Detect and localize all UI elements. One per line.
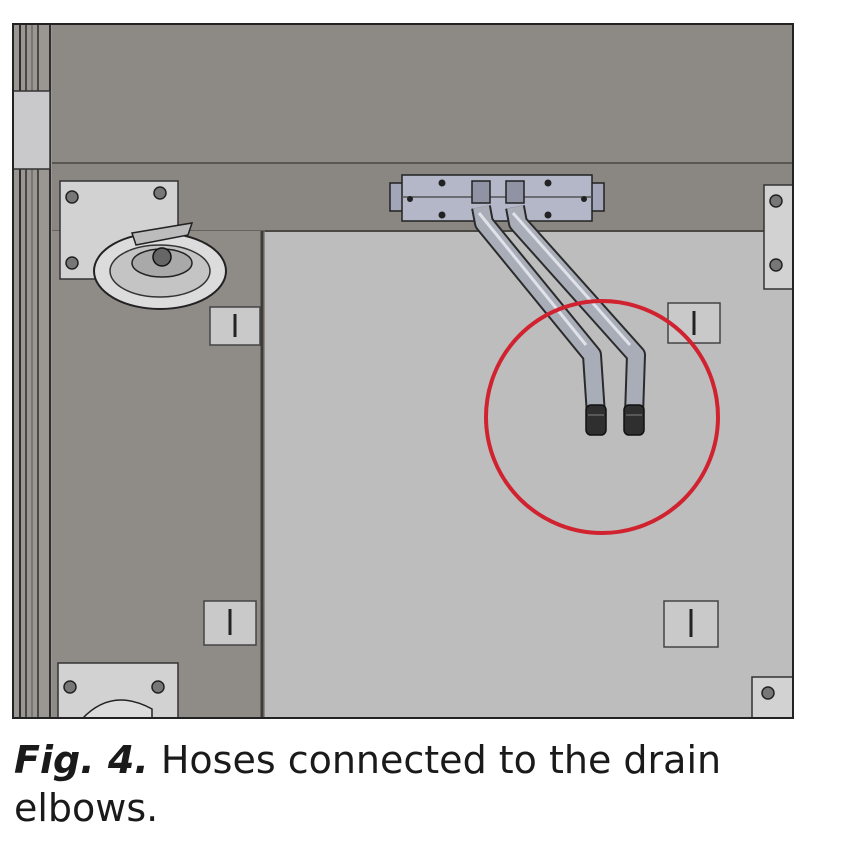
latch-tab xyxy=(203,600,257,646)
bolt-icon xyxy=(63,680,77,694)
figure-label: Fig. 4. xyxy=(14,738,149,782)
drain-elbows xyxy=(585,404,645,436)
figure-caption-text: Hoses connected to the drain elbows. xyxy=(14,738,722,830)
drain-illustration xyxy=(12,23,794,719)
bolt-icon xyxy=(65,256,79,270)
bolt-icon xyxy=(769,258,783,272)
bolt-icon xyxy=(769,194,783,208)
bolt-icon xyxy=(761,686,775,700)
drain-figure xyxy=(12,23,794,719)
drain-manifold-bracket xyxy=(389,174,605,222)
caster-mount-plate xyxy=(751,676,794,719)
caster-bottom-right xyxy=(751,676,794,719)
caster-top-left xyxy=(59,180,227,310)
caster-bottom-left xyxy=(57,662,179,719)
latch-tab xyxy=(209,306,261,346)
highlight-circle xyxy=(484,299,720,535)
bolt-icon xyxy=(153,186,167,200)
top-bracket xyxy=(12,90,51,170)
caster-top-right xyxy=(763,184,794,290)
latch-tab xyxy=(667,302,721,344)
drain-hoses xyxy=(471,205,646,416)
latch-tab xyxy=(663,600,719,648)
drain-elbow-right xyxy=(623,404,645,436)
figure-border xyxy=(12,23,794,719)
figure-caption: Fig. 4. Hoses connected to the drain elb… xyxy=(14,736,834,832)
bolt-icon xyxy=(65,190,79,204)
drain-elbow-left xyxy=(585,404,607,436)
bolt-icon xyxy=(151,680,165,694)
